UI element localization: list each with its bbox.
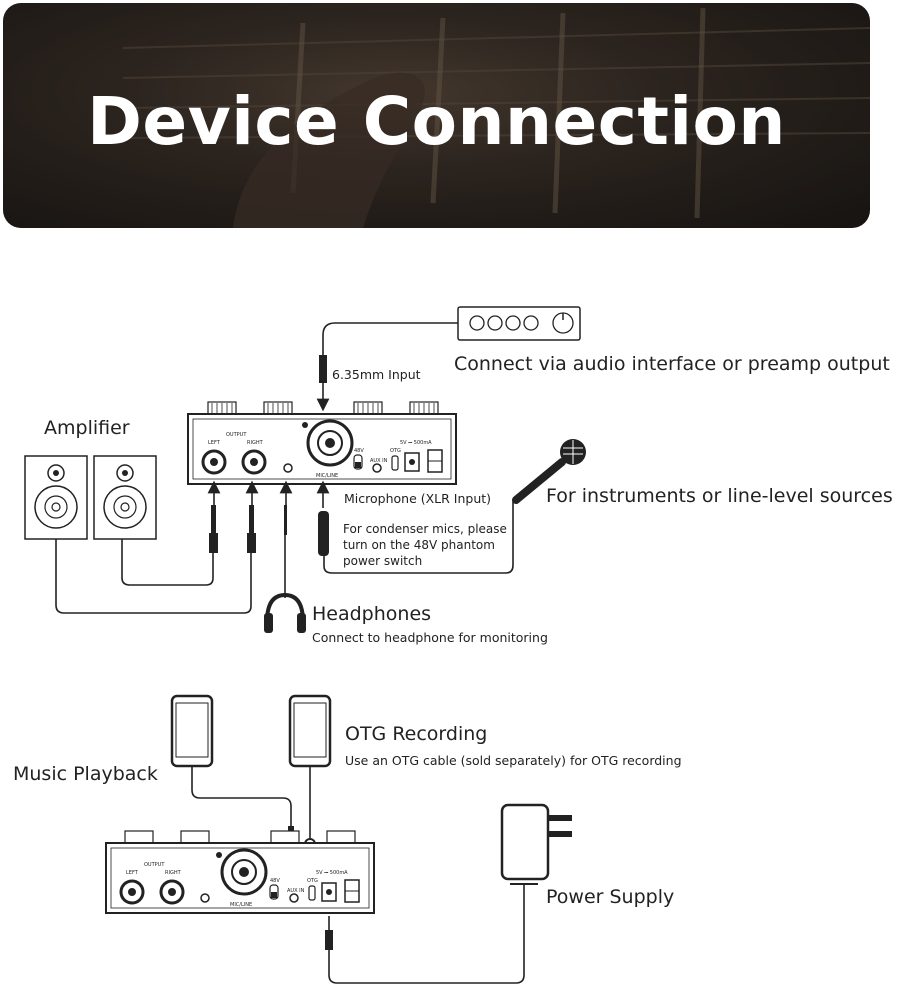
power-adapter-icon [500,803,572,885]
svg-text:AUX IN: AUX IN [287,888,305,894]
panel-otg-label: OTG [390,448,401,454]
panel-right-label: RIGHT [247,440,264,446]
power-supply-label: Power Supply [546,886,675,908]
mic-xlr-label: Microphone (XLR Input) [344,491,492,506]
interface-label: Connect via audio interface or preamp ou… [454,353,890,375]
plug-635-icon [319,355,327,383]
condenser-note: For condenser mics, please turn on the 4… [343,522,507,568]
page-title: Device Connection [87,83,786,160]
microphone-icon [512,439,586,504]
amplifier-label: Amplifier [44,417,130,439]
panel-output-label: OUTPUT [226,432,247,438]
svg-text:48V: 48V [270,878,280,884]
input-635-label: 6.35mm Input [332,367,421,382]
device-unit-bottom [105,830,375,914]
headphones-label: Headphones [312,603,432,625]
audio-interface-icon [457,306,581,341]
panel-aux-label: AUX IN [370,458,388,464]
headphones-sub-label: Connect to headphone for monitoring [312,630,548,645]
svg-text:MIC/LINE: MIC/LINE [230,902,252,908]
phone-icon-otg [288,694,332,768]
svg-text:OTG: OTG [307,878,318,884]
phone-icon-playback [170,694,214,768]
speaker-icon-right [93,455,157,540]
banner: Device Connection [3,3,870,228]
panel-micline-label: MIC/LINE [316,473,338,479]
svg-text:5V ⎓ 500mA: 5V ⎓ 500mA [316,870,348,876]
svg-text:RIGHT: RIGHT [165,870,182,876]
svg-text:LEFT: LEFT [126,870,139,876]
instruments-label: For instruments or line-level sources [546,485,893,507]
otg-sub-label: Use an OTG cable (sold separately) for O… [345,753,682,768]
headphones-icon [264,592,306,633]
panel-left-label: LEFT [208,440,221,446]
panel-48v-label: 48V [354,448,364,454]
music-playback-label: Music Playback [13,763,158,785]
guitar-photo-background [3,3,870,228]
speaker-icon-left [24,455,88,540]
svg-text:OUTPUT: OUTPUT [144,862,165,868]
device-unit-top [187,401,457,485]
otg-recording-label: OTG Recording [345,723,488,745]
panel-dc-label: 5V ⎓ 500mA [400,440,432,446]
